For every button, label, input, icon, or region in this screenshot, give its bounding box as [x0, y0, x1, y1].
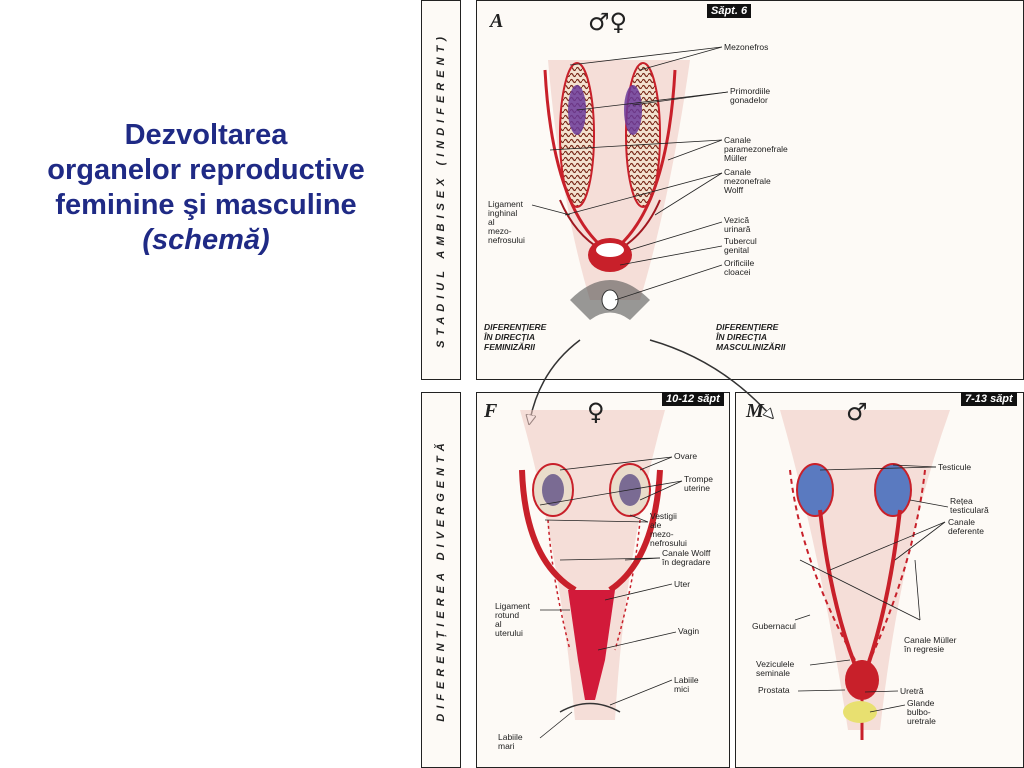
testis-right — [874, 463, 912, 517]
bulbourethral-glands — [843, 701, 877, 723]
ambisex-symbol-icon: ♂♀ — [588, 8, 628, 36]
female-symbol-icon: ♀ — [587, 398, 605, 426]
arrow-masculinization — [649, 339, 770, 415]
divergence-arrows — [530, 339, 770, 420]
slide-title: Dezvoltarea organelor reproductive femin… — [0, 118, 412, 258]
testis-left — [796, 463, 834, 517]
leader-lines-m — [794, 464, 949, 713]
bladder-lumen — [596, 243, 624, 257]
label-uter: Uter — [674, 579, 691, 589]
panel-f-drawing — [519, 410, 683, 739]
panel-a-letter: A — [490, 10, 504, 32]
panel-f-week-tag: 10-12 săpt — [662, 392, 724, 406]
label-uretra: Uretră — [900, 686, 924, 696]
label-gubernacul: Gubernacul — [752, 621, 796, 631]
panel-m-drawing — [780, 410, 950, 740]
leader-lines-f — [539, 456, 683, 739]
uterus-vagina — [568, 590, 615, 700]
title-subtitle: (schemă) — [142, 224, 270, 256]
label-prostata: Prostata — [758, 685, 790, 695]
title-line-2: organelor reproductive — [47, 154, 365, 186]
panel-f-letter: F — [484, 400, 498, 422]
vas-deferens-right — [866, 509, 902, 666]
band-divergent: DIFERENȚIEREA DIVERGENTĂ — [421, 392, 461, 768]
wolff-remnant-left — [547, 519, 571, 651]
muller-regression-left — [789, 469, 856, 661]
wolff-remnant-right — [614, 519, 641, 651]
panel-m-letter: M — [746, 400, 764, 422]
muller-regression-right — [869, 469, 926, 661]
title-line-3: feminine şi masculine — [55, 189, 357, 221]
label-testicule: Testicule — [938, 462, 972, 472]
panel-a-week-tag: Săpt. 6 — [707, 4, 752, 18]
label-ovare: Ovare — [674, 451, 698, 461]
arrow-feminization — [530, 339, 581, 420]
muller-duct-left — [543, 69, 602, 247]
uterine-tube-right — [608, 469, 663, 593]
vas-deferens-left — [818, 509, 857, 666]
uterine-tube-left — [519, 469, 577, 593]
labia — [559, 702, 621, 713]
leader-lines-a — [531, 46, 729, 301]
gonad-primordium-right — [624, 85, 642, 135]
male-symbol-icon: ♂ — [846, 398, 868, 426]
panel-a-drawing — [531, 46, 729, 320]
ovary-left-core — [542, 474, 564, 506]
panel-m-week-tag: 7-13 săpt — [961, 392, 1017, 406]
label-vagin: Vagin — [678, 626, 700, 636]
band-ambisex: STADIUL AMBISEX (INDIFERENT) — [421, 0, 461, 380]
cloaca-orifice — [601, 289, 619, 311]
label-mezonefros: Mezonefros — [724, 42, 769, 52]
title-line-1: Dezvoltarea — [124, 119, 288, 151]
